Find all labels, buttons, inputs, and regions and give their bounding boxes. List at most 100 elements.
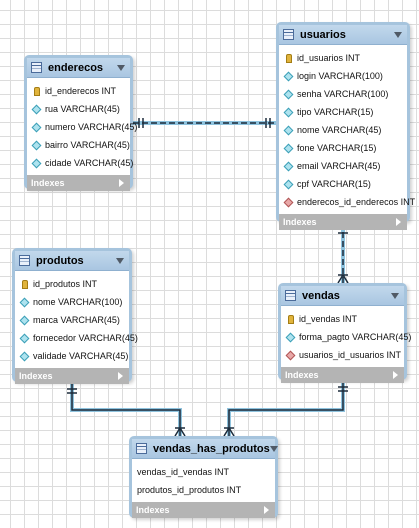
column-row[interactable]: cpf VARCHAR(15) [279, 175, 407, 193]
table-title: enderecos [48, 61, 104, 74]
table-icon [31, 62, 42, 73]
primary-key-icon [286, 314, 295, 324]
indexes-section[interactable]: Indexes [15, 368, 129, 384]
indexes-label: Indexes [285, 370, 319, 380]
table-icon [19, 255, 30, 266]
column-label: login VARCHAR(100) [297, 71, 383, 81]
column-row[interactable]: produtos_id_produtos INT [132, 481, 275, 499]
column-diamond-icon [283, 71, 294, 81]
chevron-down-icon[interactable] [116, 257, 124, 264]
table-header[interactable]: vendas_has_produtos [132, 439, 278, 459]
column-diamond-icon [31, 158, 42, 168]
table-header[interactable]: enderecos [27, 58, 130, 78]
column-label: vendas_id_vendas INT [137, 467, 230, 477]
indexes-section[interactable]: Indexes [279, 214, 407, 230]
column-row[interactable]: rua VARCHAR(45) [27, 100, 130, 118]
table-title: vendas_has_produtos [153, 442, 270, 455]
chevron-down-icon[interactable] [391, 292, 399, 299]
relationship-vendas-vendas-has-produtos[interactable] [223, 380, 348, 437]
column-row[interactable]: cidade VARCHAR(45) [27, 154, 134, 172]
chevron-down-icon[interactable] [269, 445, 278, 452]
table-usuarios[interactable]: usuarios id_usuarios INT login VARCHAR(1… [276, 22, 415, 230]
column-label: cidade VARCHAR(45) [45, 158, 134, 168]
relationship-produtos-vendas-has-produtos[interactable] [67, 382, 186, 437]
column-label: numero VARCHAR(45) [45, 122, 138, 132]
table-header[interactable]: usuarios [279, 25, 407, 45]
indexes-label: Indexes [19, 371, 53, 381]
column-row[interactable]: vendas_id_vendas INT [132, 463, 275, 481]
table-vendas-has-produtos[interactable]: vendas_has_produtos vendas_id_vendas INT… [129, 436, 278, 518]
column-row[interactable]: usuarios_id_usuarios INT [281, 346, 404, 364]
expand-arrow-icon[interactable] [396, 218, 401, 226]
relationship-enderecos-usuarios[interactable] [133, 118, 276, 128]
column-diamond-icon [285, 332, 296, 342]
column-label: fone VARCHAR(15) [297, 143, 377, 153]
column-row[interactable]: marca VARCHAR(45) [15, 311, 129, 329]
column-row[interactable]: forma_pagto VARCHAR(45) [281, 328, 411, 346]
column-diamond-icon [31, 104, 42, 114]
indexes-section[interactable]: Indexes [281, 367, 404, 383]
column-label: nome VARCHAR(45) [297, 125, 382, 135]
column-label: tipo VARCHAR(15) [297, 107, 374, 117]
chevron-down-icon[interactable] [117, 64, 125, 71]
column-diamond-icon [19, 351, 30, 361]
column-row[interactable]: id_enderecos INT [27, 82, 130, 100]
column-diamond-icon [19, 297, 30, 307]
table-title: usuarios [300, 28, 346, 41]
column-label: cpf VARCHAR(15) [297, 179, 371, 189]
foreign-key-icon [283, 197, 294, 207]
column-label: senha VARCHAR(100) [297, 89, 389, 99]
column-label: rua VARCHAR(45) [45, 104, 120, 114]
chevron-down-icon[interactable] [394, 31, 402, 38]
column-row[interactable]: id_vendas INT [281, 310, 404, 328]
column-label: id_vendas INT [299, 314, 358, 324]
expand-arrow-icon[interactable] [118, 372, 123, 380]
table-header[interactable]: produtos [15, 251, 129, 271]
column-row[interactable]: id_produtos INT [15, 275, 129, 293]
column-label: id_enderecos INT [45, 86, 117, 96]
column-diamond-icon [283, 125, 294, 135]
indexes-section[interactable]: Indexes [27, 175, 130, 191]
column-diamond-icon [283, 161, 294, 171]
table-vendas[interactable]: vendas id_vendas INT forma_pagto VARCHAR… [278, 283, 411, 383]
column-row[interactable]: tipo VARCHAR(15) [279, 103, 407, 121]
column-label: enderecos_id_enderecos INT [297, 197, 416, 207]
column-label: usuarios_id_usuarios INT [299, 350, 402, 360]
column-row[interactable]: nome VARCHAR(100) [15, 293, 129, 311]
table-header[interactable]: vendas [281, 286, 404, 306]
column-row[interactable]: login VARCHAR(100) [279, 67, 407, 85]
relationship-usuarios-vendas[interactable] [337, 223, 349, 284]
column-row[interactable]: senha VARCHAR(100) [279, 85, 407, 103]
column-label: id_produtos INT [33, 279, 98, 289]
column-diamond-icon [31, 140, 42, 150]
expand-arrow-icon[interactable] [264, 506, 269, 514]
expand-arrow-icon[interactable] [119, 179, 124, 187]
column-row[interactable]: validade VARCHAR(45) [15, 347, 129, 365]
column-row[interactable]: bairro VARCHAR(45) [27, 136, 130, 154]
column-diamond-icon [283, 107, 294, 117]
column-row[interactable]: email VARCHAR(45) [279, 157, 407, 175]
table-enderecos[interactable]: enderecos id_enderecos INT rua VARCHAR(4… [24, 55, 137, 191]
primary-key-icon [20, 279, 29, 289]
column-row[interactable]: fone VARCHAR(15) [279, 139, 407, 157]
table-produtos[interactable]: produtos id_produtos INT nome VARCHAR(10… [12, 248, 138, 384]
primary-key-icon [32, 86, 41, 96]
column-row[interactable]: numero VARCHAR(45) [27, 118, 137, 136]
expand-arrow-icon[interactable] [393, 371, 398, 379]
column-row[interactable]: id_usuarios INT [279, 49, 407, 67]
indexes-section[interactable]: Indexes [132, 502, 275, 518]
column-row[interactable]: nome VARCHAR(45) [279, 121, 407, 139]
column-diamond-icon [283, 89, 294, 99]
column-diamond-icon [31, 122, 42, 132]
column-label: fornecedor VARCHAR(45) [33, 333, 138, 343]
column-label: nome VARCHAR(100) [33, 297, 123, 307]
column-label: id_usuarios INT [297, 53, 361, 63]
indexes-label: Indexes [283, 217, 317, 227]
table-icon [136, 443, 147, 454]
column-row[interactable]: enderecos_id_enderecos INT [279, 193, 415, 211]
column-row[interactable]: fornecedor VARCHAR(45) [15, 329, 138, 347]
indexes-label: Indexes [136, 505, 170, 515]
column-label: marca VARCHAR(45) [33, 315, 120, 325]
column-diamond-icon [283, 179, 294, 189]
